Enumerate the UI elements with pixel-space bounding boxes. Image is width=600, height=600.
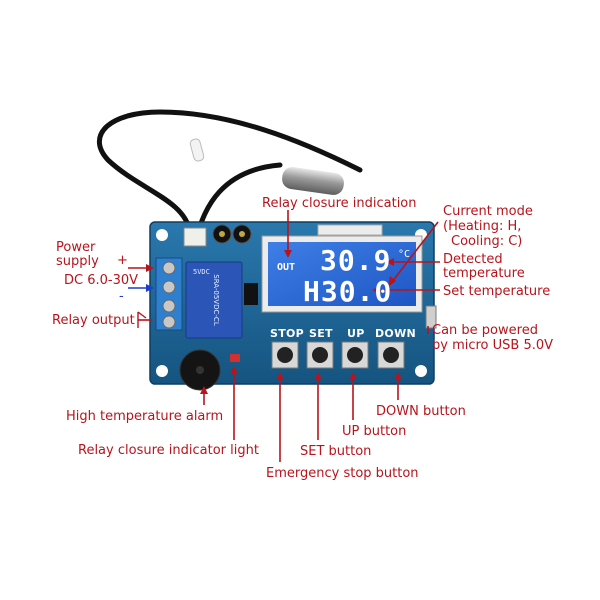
label-set-temperature: Set temperature xyxy=(443,284,551,299)
steel-probe xyxy=(282,167,344,195)
label-set-button: SET button xyxy=(300,444,372,459)
relay xyxy=(185,261,243,339)
lcd-out-label: OUT xyxy=(277,262,296,273)
label-plus: + xyxy=(117,253,128,268)
label-power-supply: Power xyxy=(56,240,96,255)
label-dc-range: DC 6.0-30V xyxy=(64,273,139,288)
probe-connector xyxy=(183,227,207,247)
board-label-set: SET xyxy=(309,327,333,340)
label-power-supply-2: supply xyxy=(56,254,99,269)
label-minus: - xyxy=(119,289,124,304)
label-high-temp-alarm: High temperature alarm xyxy=(66,409,224,424)
label-relay-output: Relay output xyxy=(52,313,135,328)
lcd-detected-temperature: 30.9 xyxy=(320,244,392,277)
label-relay-closure-indication: Relay closure indication xyxy=(262,196,417,211)
cable-tie xyxy=(189,138,205,162)
board-label-down: DOWN xyxy=(375,327,417,340)
label-down-button: DOWN button xyxy=(376,404,466,419)
board-label-stop: STOP xyxy=(270,327,305,340)
label-up-button: UP button xyxy=(342,424,407,439)
label-current-mode-2: (Heating: H, xyxy=(443,219,522,234)
label-usb-power: Can be powered xyxy=(432,323,538,338)
probe-cable xyxy=(96,109,363,235)
label-relay-indicator-light: Relay closure indicator light xyxy=(78,443,259,458)
indicator-led xyxy=(230,354,240,362)
lcd-unit: °C xyxy=(398,249,411,260)
label-usb-power-2: by micro USB 5.0V xyxy=(432,338,554,353)
relay-marking: SRA-05VDC-CL xyxy=(212,274,220,326)
label-current-mode: Current mode xyxy=(443,204,533,219)
label-emergency-stop-button: Emergency stop button xyxy=(266,466,419,481)
label-current-mode-3: Cooling: C) xyxy=(451,234,523,249)
label-detected-temperature-2: temperature xyxy=(443,266,525,281)
board-label-up: UP xyxy=(347,327,365,340)
micro-usb-port xyxy=(425,305,437,329)
label-detected-temperature: Detected xyxy=(443,252,503,267)
ic-chip xyxy=(244,283,258,305)
lcd-screen xyxy=(268,242,416,306)
push-buttons xyxy=(271,341,405,369)
lcd-set-temperature: H30.0 xyxy=(303,275,393,308)
relay-marking-top: 5VDC xyxy=(193,268,210,276)
